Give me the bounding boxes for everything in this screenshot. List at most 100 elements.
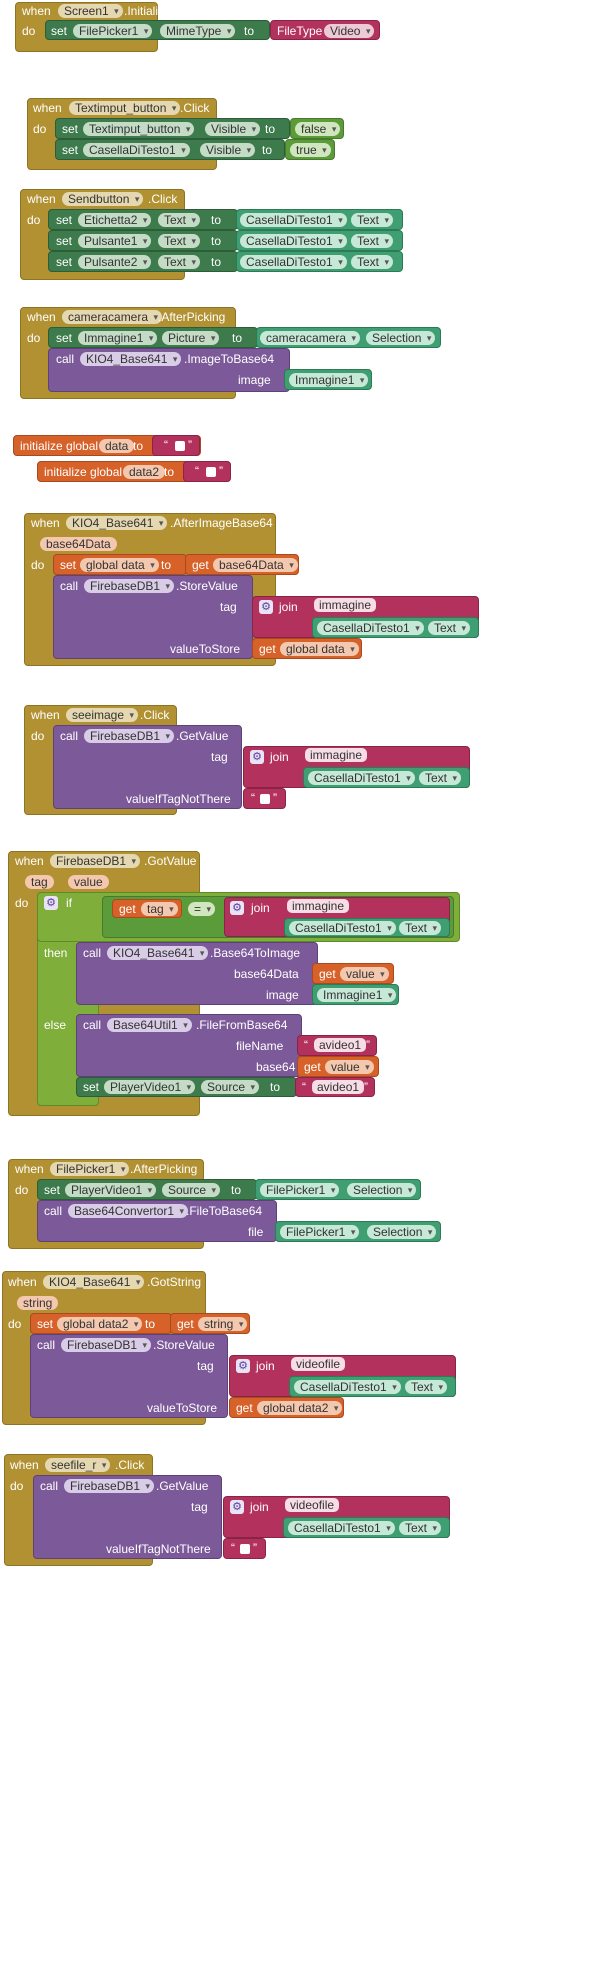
gear-icon[interactable]: ⚙ (44, 896, 58, 910)
event-name: .GotString (147, 1275, 202, 1289)
getter-component-dropdown[interactable]: CasellaDiTesto1 (288, 1521, 395, 1535)
getter-property-dropdown[interactable]: Text (428, 621, 471, 635)
set-component-dropdown[interactable]: Immagine1 (78, 331, 158, 345)
set-component-dropdown[interactable]: PlayerVideo1 (104, 1080, 196, 1094)
getter-property-dropdown[interactable]: Text (351, 234, 394, 248)
set-component-dropdown[interactable]: Etichetta2 (78, 213, 152, 227)
text-string[interactable]: avideo1 (314, 1038, 367, 1052)
set-property-dropdown[interactable]: MimeType (160, 24, 236, 38)
getter-property-dropdown[interactable]: Text (405, 1380, 448, 1394)
text-string[interactable]: immagine (314, 598, 377, 612)
empty-string-field[interactable] (175, 441, 185, 451)
boolean-dropdown[interactable]: true (290, 143, 331, 157)
param-value[interactable]: value (68, 875, 109, 889)
component-value-dropdown[interactable]: Immagine1 (289, 373, 369, 387)
set-component-dropdown[interactable]: CasellaDiTesto1 (83, 143, 190, 157)
to-label: to (145, 1317, 156, 1331)
component-dropdown[interactable]: KIO4_Base641 (66, 516, 168, 530)
set-property-dropdown[interactable]: Source (201, 1080, 260, 1094)
text-string[interactable]: avideo1 (312, 1080, 365, 1094)
gear-icon[interactable]: ⚙ (250, 750, 264, 764)
getter-property-dropdown[interactable]: Text (351, 255, 394, 269)
getter-component-dropdown[interactable]: CasellaDiTesto1 (308, 771, 415, 785)
filetype-dropdown[interactable]: Video (324, 24, 375, 38)
set-component-dropdown[interactable]: Pulsante1 (78, 234, 152, 248)
getter-component-dropdown[interactable]: CasellaDiTesto1 (317, 621, 424, 635)
component-dropdown[interactable]: seeimage (66, 708, 139, 722)
empty-string-field[interactable] (260, 794, 270, 804)
call-component-dropdown[interactable]: KIO4_Base641 (80, 352, 182, 366)
set-property-dropdown[interactable]: Source (162, 1183, 221, 1197)
set-var-dropdown[interactable]: global data2 (57, 1317, 143, 1331)
param-tag[interactable]: tag (25, 875, 54, 889)
getter-property-dropdown[interactable]: Text (399, 921, 442, 935)
text-string[interactable]: videofile (291, 1357, 346, 1371)
empty-string-field[interactable] (206, 467, 216, 477)
component-dropdown[interactable]: seefile_r (45, 1458, 111, 1472)
text-string[interactable]: videofile (285, 1498, 340, 1512)
call-component-dropdown[interactable]: FirebaseDB1 (84, 729, 175, 743)
component-dropdown[interactable]: FirebaseDB1 (50, 854, 141, 868)
set-component-dropdown[interactable]: Textimput_button (83, 122, 195, 136)
gear-icon[interactable]: ⚙ (230, 1500, 244, 1514)
get-var-dropdown[interactable]: base64Data (213, 558, 298, 572)
get-var-dropdown[interactable]: global data (280, 642, 359, 656)
set-component-dropdown[interactable]: Pulsante2 (78, 255, 152, 269)
boolean-dropdown[interactable]: false (295, 122, 341, 136)
getter-property-dropdown[interactable]: Selection (367, 1225, 437, 1239)
set-var-dropdown[interactable]: global data (80, 558, 159, 572)
empty-string-field[interactable] (240, 1544, 250, 1554)
get-var-dropdown[interactable]: tag (141, 902, 178, 916)
getter-component-dropdown[interactable]: FilePicker1 (260, 1183, 340, 1197)
set-component-dropdown[interactable]: FilePicker1 (73, 24, 153, 38)
getter-property-dropdown[interactable]: Text (399, 1521, 442, 1535)
getter-component-dropdown[interactable]: cameracamera (260, 331, 361, 345)
set-property-dropdown[interactable]: Text (158, 213, 201, 227)
component-dropdown[interactable]: cameracamera (62, 310, 163, 324)
gear-icon[interactable]: ⚙ (230, 901, 244, 915)
getter-component-dropdown[interactable]: FilePicker1 (280, 1225, 360, 1239)
call-component-dropdown[interactable]: FirebaseDB1 (64, 1479, 155, 1493)
text-string[interactable]: immagine (305, 748, 368, 762)
get-var-dropdown[interactable]: string (198, 1317, 248, 1331)
global-name-field[interactable]: data2 (123, 465, 166, 479)
component-dropdown[interactable]: KIO4_Base641 (43, 1275, 145, 1289)
set-property-dropdown[interactable]: Text (158, 234, 201, 248)
global-name-field[interactable]: data (99, 439, 135, 453)
text-string[interactable]: immagine (287, 899, 350, 913)
param-base64data[interactable]: base64Data (40, 537, 117, 551)
gear-icon[interactable]: ⚙ (236, 1359, 250, 1373)
call-component-dropdown[interactable]: Base64Util1 (107, 1018, 192, 1032)
call-component-dropdown[interactable]: FirebaseDB1 (61, 1338, 152, 1352)
getter-component-dropdown[interactable]: CasellaDiTesto1 (240, 234, 347, 248)
param-string[interactable]: string (17, 1296, 59, 1310)
getter-component-dropdown[interactable]: CasellaDiTesto1 (294, 1380, 401, 1394)
component-dropdown[interactable]: Sendbutton (62, 192, 144, 206)
gear-icon[interactable]: ⚙ (259, 600, 273, 614)
set-property-dropdown[interactable]: Picture (162, 331, 220, 345)
getter-property-dropdown[interactable]: Selection (366, 331, 436, 345)
get-var-dropdown[interactable]: global data2 (257, 1401, 343, 1415)
getter-component-dropdown[interactable]: CasellaDiTesto1 (240, 255, 347, 269)
get-var-dropdown[interactable]: value (340, 967, 389, 981)
getter-component-dropdown[interactable]: CasellaDiTesto1 (289, 921, 396, 935)
call-component-dropdown[interactable]: FirebaseDB1 (84, 579, 175, 593)
get-var-dropdown[interactable]: value (325, 1060, 374, 1074)
set-component-dropdown[interactable]: PlayerVideo1 (65, 1183, 157, 1197)
component-dropdown[interactable]: Screen1 (58, 4, 123, 18)
getter-property-dropdown[interactable]: Text (419, 771, 462, 785)
set-property-dropdown[interactable]: Text (158, 255, 201, 269)
component-dropdown[interactable]: Textimput_button (69, 101, 181, 115)
getter-property-dropdown[interactable]: Text (351, 213, 394, 227)
call-component-dropdown[interactable]: Base64Convertor1 (68, 1204, 189, 1218)
getter-property-dropdown[interactable]: Selection (347, 1183, 417, 1197)
set-property-dropdown[interactable]: Visible (205, 122, 261, 136)
compare-op-dropdown[interactable]: = (188, 902, 216, 916)
component-dropdown[interactable]: FilePicker1 (50, 1162, 130, 1176)
set-label: set (62, 143, 79, 157)
get-label: get (192, 558, 209, 572)
component-value-dropdown[interactable]: Immagine1 (317, 988, 397, 1002)
getter-component-dropdown[interactable]: CasellaDiTesto1 (240, 213, 347, 227)
call-component-dropdown[interactable]: KIO4_Base641 (107, 946, 209, 960)
set-property-dropdown[interactable]: Visible (200, 143, 256, 157)
